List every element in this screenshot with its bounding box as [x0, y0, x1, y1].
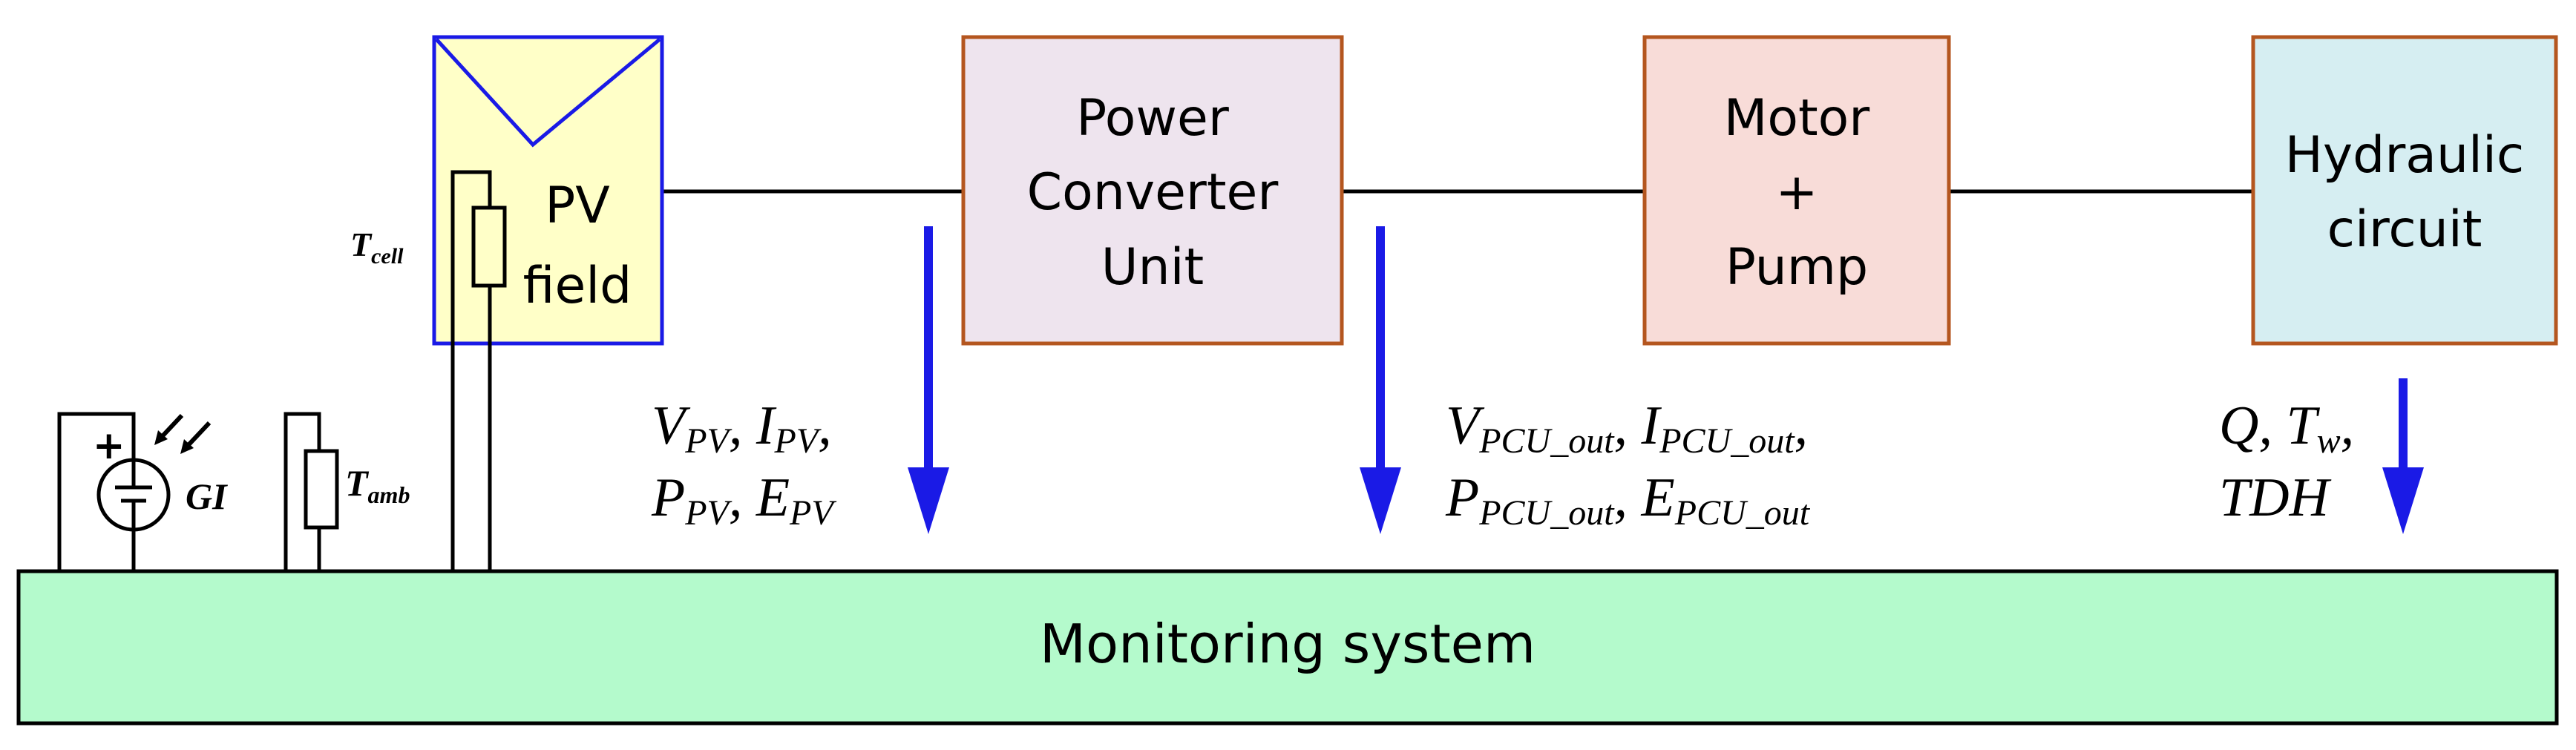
motor-pump-block: Motor + Pump [1642, 35, 1951, 346]
pcu-signal-arrow [1360, 226, 1401, 534]
pcu-label-line3: Unit [1101, 238, 1204, 297]
pcu-label-line1: Power [1076, 89, 1229, 148]
tamb-label: Tamb [345, 462, 410, 508]
tamb-sensor: Tamb [284, 412, 410, 571]
gi-sensor: + GI [57, 412, 228, 571]
pcu-signals-line2: PPCU_out, EPCU_out [1445, 467, 1811, 533]
pv-signals-line2: PPV, EPV [651, 467, 836, 533]
pv-field-block: PV field [432, 35, 664, 346]
power-converter-unit-block: Power Converter Unit [961, 35, 1344, 346]
pcu-signals-line1: VPCU_out, IPCU_out, [1446, 395, 1808, 461]
light-arrows-icon [154, 413, 212, 454]
hydraulic-label-line2: circuit [2327, 200, 2482, 259]
tamb-resistor-icon [304, 449, 339, 530]
tcell-label: Tcell [350, 226, 404, 269]
gi-label: GI [186, 476, 228, 517]
motor-label-line2: + [1776, 163, 1818, 222]
gi-plus-sign: + [93, 424, 125, 468]
hydraulic-circuit-block: Hydraulic circuit [2251, 35, 2558, 346]
tcell-sensor: Tcell [350, 170, 507, 571]
pv-signal-arrow [908, 226, 949, 534]
pcu-label-line2: Converter [1027, 163, 1279, 222]
hydraulic-signal-arrow [2382, 378, 2424, 534]
pv-field-label-line1: PV [545, 177, 610, 235]
motor-label-line1: Motor [1724, 89, 1870, 148]
pv-field-label-line2: field [523, 257, 632, 315]
pv-signals-line1: VPV, IPV, [652, 395, 832, 461]
motor-label-line3: Pump [1725, 238, 1868, 297]
hydraulic-label-line1: Hydraulic [2285, 126, 2524, 185]
pv-panel-icon [435, 38, 661, 148]
monitoring-system-block [16, 569, 2559, 726]
hydraulic-signals-line2: TDH [2219, 467, 2332, 528]
monitoring-system-label: Monitoring system [1040, 613, 1536, 675]
hydraulic-signals-line1: Q, Tw, [2219, 395, 2354, 461]
